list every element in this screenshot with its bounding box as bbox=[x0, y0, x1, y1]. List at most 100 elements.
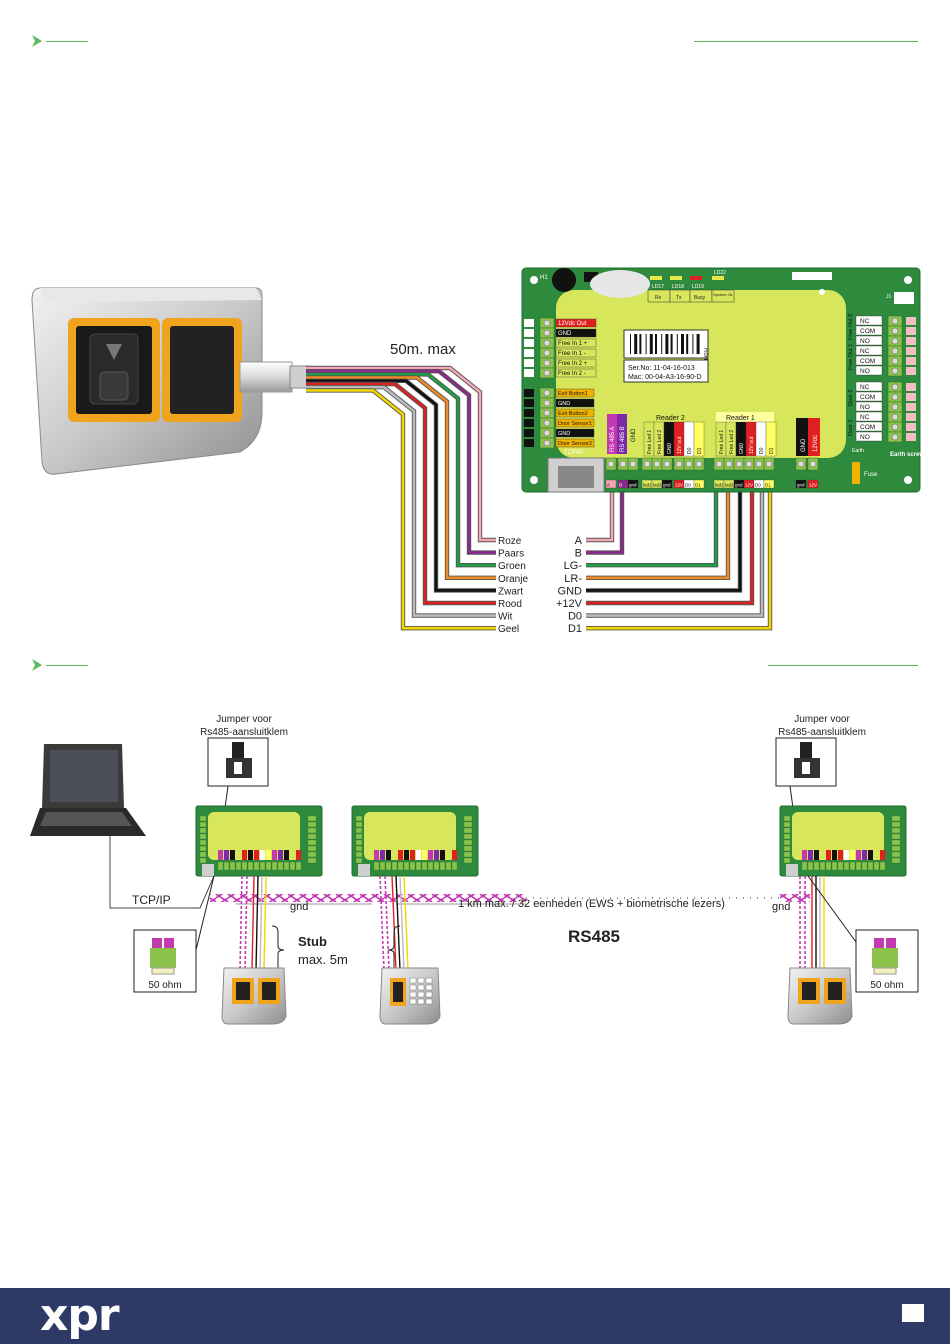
svg-text:Stub: Stub bbox=[298, 934, 327, 949]
biometric-reader-device bbox=[31, 287, 263, 475]
svg-text:Free Led 1: Free Led 1 bbox=[647, 430, 653, 454]
svg-text:Jumper voor: Jumper voor bbox=[794, 714, 850, 725]
wire-board-zwart bbox=[586, 488, 742, 592]
svg-text:Free In 1 -: Free In 1 - bbox=[558, 351, 586, 357]
wire-color-label: Wit bbox=[498, 612, 513, 623]
svg-text:System Ok: System Ok bbox=[713, 292, 733, 297]
section-rule-right bbox=[694, 41, 918, 42]
wire-board-oranje bbox=[586, 488, 730, 580]
svg-text:Tx: Tx bbox=[676, 295, 682, 301]
svg-text:D1: D1 bbox=[697, 447, 703, 454]
svg-text:Free Out 2: Free Out 2 bbox=[848, 314, 854, 340]
svg-text:GND: GND bbox=[558, 401, 570, 407]
svg-text:RS 485 B: RS 485 B bbox=[620, 426, 626, 452]
wire-signal-label: GND bbox=[558, 585, 583, 597]
svg-text:gnd: gnd bbox=[772, 901, 790, 913]
svg-text:Mac: 00-04-A3-16-90-D: Mac: 00-04-A3-16-90-D bbox=[628, 374, 702, 381]
svg-text:NO: NO bbox=[860, 338, 870, 345]
svg-text:Rs485-aansluitklem: Rs485-aansluitklem bbox=[778, 727, 866, 738]
page-number-box bbox=[902, 1304, 924, 1322]
wire-color-label: Roze bbox=[498, 536, 522, 547]
svg-text:RoHS: RoHS bbox=[702, 348, 708, 364]
wire-outline bbox=[586, 488, 615, 543]
wire-groen bbox=[306, 373, 496, 567]
svg-text:Free In 1 +: Free In 1 + bbox=[558, 341, 588, 347]
svg-text:J1: J1 bbox=[886, 294, 892, 300]
svg-text:GND: GND bbox=[801, 438, 807, 452]
svg-text:Rx: Rx bbox=[655, 295, 662, 301]
svg-text:gnd: gnd bbox=[629, 483, 637, 488]
svg-text:12V out: 12V out bbox=[749, 436, 755, 454]
svg-text:COM: COM bbox=[860, 424, 875, 431]
wire-signal-label: +12V bbox=[556, 598, 583, 610]
controller-board-mini bbox=[779, 805, 907, 877]
svg-text:gnd: gnd bbox=[290, 901, 308, 913]
svg-text:Free Led 1: Free Led 1 bbox=[719, 430, 725, 454]
reader-cable bbox=[239, 361, 309, 393]
svg-text:Free Led 2: Free Led 2 bbox=[729, 430, 735, 454]
svg-text:COM: COM bbox=[860, 328, 875, 335]
wire-bundle bbox=[306, 365, 773, 631]
wire-signal-label: D1 bbox=[568, 623, 582, 635]
wire-wit bbox=[306, 385, 496, 617]
svg-text:D0: D0 bbox=[685, 483, 691, 488]
svg-text:LD17: LD17 bbox=[652, 284, 664, 290]
svg-text:D0: D0 bbox=[687, 447, 693, 454]
wire-signal-label: B bbox=[575, 548, 582, 560]
footer-bar: xpr bbox=[0, 1288, 950, 1344]
svg-text:TCP/IP: TCP/IP bbox=[132, 893, 171, 907]
svg-text:Door Sensor2: Door Sensor2 bbox=[558, 441, 592, 447]
svg-text:B: B bbox=[619, 483, 622, 488]
svg-text:Reader 2: Reader 2 bbox=[656, 415, 685, 422]
section-arrow-icon bbox=[32, 659, 42, 671]
svg-text:NO: NO bbox=[860, 404, 870, 411]
svg-text:50 ohm: 50 ohm bbox=[148, 980, 181, 991]
svg-text:TCP/IP: TCP/IP bbox=[564, 450, 583, 456]
wire-signal-label: D0 bbox=[568, 611, 582, 623]
svg-text:led1: led1 bbox=[643, 483, 652, 488]
laptop-icon bbox=[30, 744, 146, 836]
svg-text:12V out: 12V out bbox=[677, 436, 683, 454]
wire-color-label: Paars bbox=[498, 549, 524, 560]
wire-signal-label: LR- bbox=[564, 573, 582, 585]
svg-text:GND: GND bbox=[558, 331, 572, 337]
wire-zwart bbox=[306, 379, 496, 592]
svg-text:NC: NC bbox=[860, 414, 870, 421]
svg-text:12Vdc: 12Vdc bbox=[813, 435, 819, 452]
svg-text:A: A bbox=[607, 483, 610, 488]
svg-text:D1: D1 bbox=[769, 447, 775, 454]
svg-text:Free In 2 +: Free In 2 + bbox=[558, 361, 588, 367]
wire-color-label: Groen bbox=[498, 561, 526, 572]
svg-text:Reader 1: Reader 1 bbox=[726, 415, 755, 422]
terminator-resistor-left: 50 ohm bbox=[133, 875, 215, 993]
svg-text:12V: 12V bbox=[745, 483, 753, 488]
section-rule-left bbox=[46, 41, 88, 42]
svg-text:12V: 12V bbox=[809, 483, 817, 488]
wire-color-label: Oranje bbox=[498, 574, 528, 585]
controller-board: H1 LD17 LD18 LD19 LD22 Rx Tx Busy System… bbox=[521, 267, 924, 493]
fingerprint-reader-left bbox=[221, 967, 287, 1025]
svg-text:gnd: gnd bbox=[663, 483, 671, 488]
svg-text:Free In 2 -: Free In 2 - bbox=[558, 371, 586, 377]
wire-rood bbox=[306, 382, 496, 605]
wire-oranje bbox=[306, 376, 496, 580]
wire-signal-label: LG- bbox=[564, 560, 583, 572]
controller-board-mini bbox=[195, 805, 323, 877]
svg-text:Ser.No: 11-04-16-013: Ser.No: 11-04-16-013 bbox=[628, 365, 695, 372]
svg-text:D1: D1 bbox=[765, 483, 771, 488]
svg-text:led2: led2 bbox=[653, 483, 662, 488]
svg-text:NO: NO bbox=[860, 434, 870, 441]
wire-board-groen bbox=[586, 488, 718, 567]
section-rule-left bbox=[46, 665, 88, 666]
wire-board-rood bbox=[586, 488, 754, 605]
wire-color-label: Geel bbox=[498, 624, 519, 635]
svg-text:Rs485-aansluitklem: Rs485-aansluitklem bbox=[200, 727, 288, 738]
wire-roze bbox=[306, 366, 496, 542]
wire-paars bbox=[306, 369, 496, 554]
svg-text:Earth: Earth bbox=[852, 448, 864, 454]
wire-board-roze bbox=[586, 488, 614, 542]
svg-text:D0: D0 bbox=[755, 483, 761, 488]
svg-text:gnd: gnd bbox=[735, 483, 743, 488]
svg-text:led1: led1 bbox=[715, 483, 724, 488]
